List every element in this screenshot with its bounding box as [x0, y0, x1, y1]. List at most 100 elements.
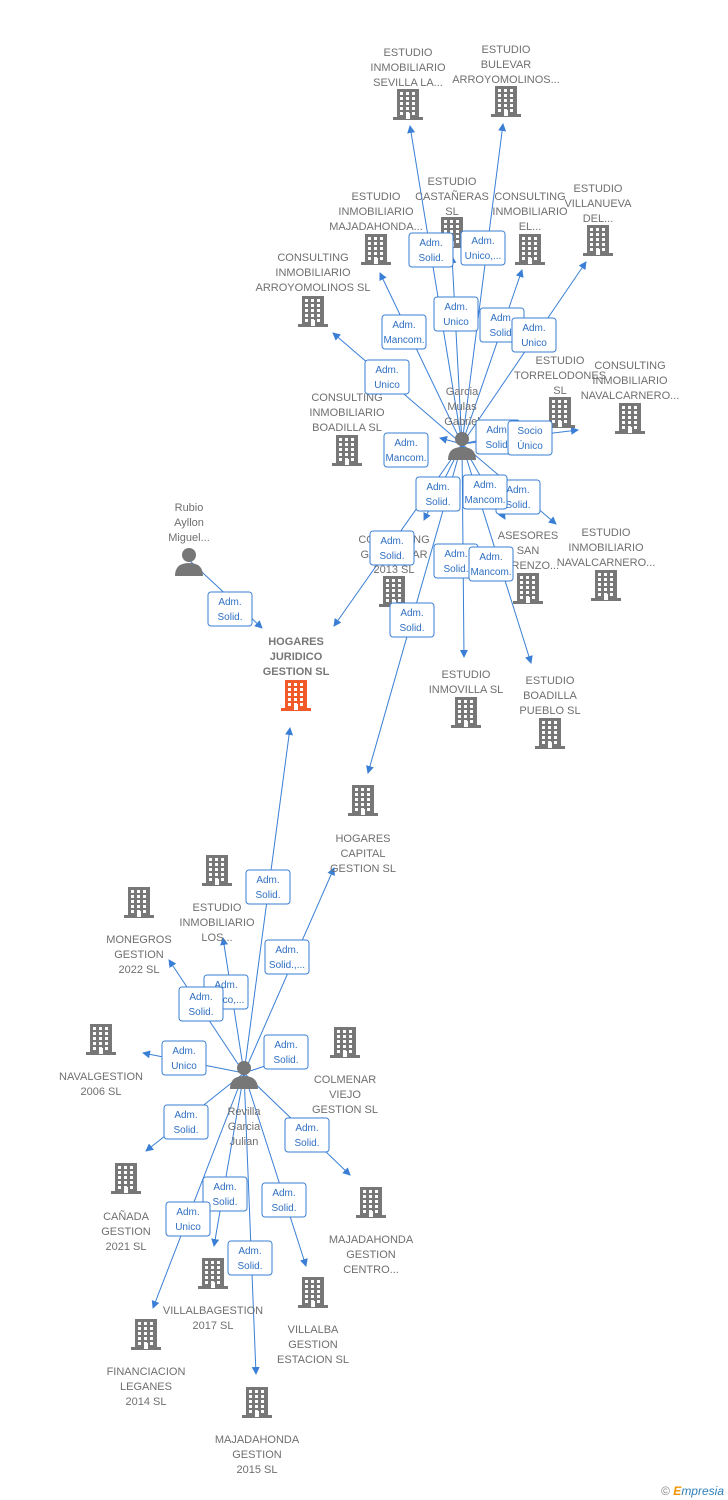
edge-label[interactable]: Adm.Unico — [511, 317, 557, 353]
company-node[interactable]: CONSULTINGINMOBILIARIOEL... — [492, 191, 568, 265]
edge-label[interactable]: Adm. Solid. — [369, 530, 415, 566]
edge-label-text: Solid. — [485, 440, 510, 451]
company-node[interactable]: ESTUDIOINMOBILIARIONAVALCARNERO... — [557, 527, 656, 601]
node-label: Ayllon — [174, 517, 204, 529]
node-label: BULEVAR — [481, 59, 532, 71]
edge-label[interactable]: Adm.Solid. — [415, 476, 461, 512]
building-icon — [591, 570, 621, 601]
node-label: PUEBLO SL — [519, 705, 580, 717]
edge-label-text: Solid. — [418, 253, 443, 264]
company-node[interactable]: ESTUDIOBULEVARARROYOMOLINOS... — [452, 44, 560, 117]
edge-label[interactable]: Adm.Solid. — [261, 1182, 307, 1218]
node-label: CENTRO... — [343, 1264, 399, 1276]
edge-label[interactable]: Adm.Unico — [161, 1040, 207, 1076]
edge-label-text: Solid. — [237, 1261, 262, 1272]
edge-label-text: Adm. — [380, 536, 403, 547]
edge-label[interactable]: Adm.Mancom. — [468, 546, 514, 582]
edge-label-text: Solid. — [379, 551, 404, 562]
company-node[interactable]: ESTUDIOINMOBILIARIOMAJADAHONDA... — [329, 191, 423, 265]
edge-label[interactable]: Adm.Unico,... — [460, 230, 506, 266]
person-node[interactable]: RubioAyllonMiguel... — [168, 502, 210, 576]
edge-label[interactable]: Adm.Solid. — [284, 1117, 330, 1153]
node-label: Garcia — [446, 386, 479, 398]
edge-label-text: Adm. — [426, 482, 449, 493]
brand-logo[interactable]: Empresia — [673, 1484, 724, 1498]
node-label: ESTUDIO — [442, 669, 491, 681]
edge-label[interactable]: Adm.Solid. — [263, 1034, 309, 1070]
edge-label[interactable]: Adm.Solid. — [163, 1104, 209, 1140]
node-label: ESTUDIO — [582, 527, 631, 539]
edge-label[interactable]: Adm.Solid. — [389, 602, 435, 638]
edge-label-text: Mancom. — [383, 335, 424, 346]
node-label: CONSULTING — [594, 360, 665, 372]
node-label: FINANCIACION — [107, 1366, 186, 1378]
company-node[interactable]: ESTUDIOINMOBILIARIOLOS... — [179, 855, 255, 944]
edge-label[interactable]: Adm.Solid. — [408, 232, 454, 268]
edge-label[interactable]: Adm.Unico — [165, 1201, 211, 1237]
edge-label[interactable]: Adm.Solid. — [245, 869, 291, 905]
node-label: GESTION SL — [330, 863, 396, 875]
edge-label-text: Unico — [443, 317, 469, 328]
edge-label[interactable]: Adm.Unico — [433, 296, 479, 332]
node-label: CONSULTING — [311, 392, 382, 404]
edge-label-text: Adm. — [174, 1110, 197, 1121]
edge-label[interactable]: Adm.Solid. — [207, 591, 253, 627]
edge-line — [151, 1072, 245, 1309]
edge-label-text: Único — [517, 439, 543, 452]
edge-label-text: Socio — [517, 426, 542, 437]
company-node[interactable]: ASESORESSANLORENZO... — [497, 530, 559, 604]
edge-label-box — [369, 530, 415, 566]
edge-label-text: Adm. — [172, 1046, 195, 1057]
node-label: 2013 SL — [374, 564, 415, 576]
edge-label-text: Mancom. — [464, 495, 505, 506]
copyright-symbol: © — [661, 1484, 670, 1498]
edge-line — [243, 1072, 260, 1375]
edge-label[interactable]: Adm.Mancom. — [462, 474, 508, 510]
edge-label-text: Adm. — [400, 608, 423, 619]
node-label: ESTACION SL — [277, 1354, 349, 1366]
node-label: ESTUDIO — [193, 902, 242, 914]
edge-label[interactable]: Adm.Solid.,... — [264, 939, 310, 975]
node-label: Gabriel — [444, 416, 479, 428]
node-label: LOS... — [201, 932, 232, 944]
node-label: EL... — [519, 221, 542, 233]
company-node[interactable]: MAJADAHONDAGESTIONCENTRO... — [329, 1187, 414, 1276]
building-icon — [298, 1277, 328, 1308]
node-label: GESTION — [288, 1339, 338, 1351]
node-label: NAVALCARNERO... — [557, 557, 656, 569]
edge-label[interactable]: Adm.Mancom. — [383, 432, 429, 468]
edge-label-text: Adm. — [214, 980, 237, 991]
edge-label[interactable]: Adm.Solid. — [178, 986, 224, 1022]
node-label: ESTUDIO — [574, 183, 623, 195]
edge-label[interactable]: Adm.Solid. — [227, 1240, 273, 1276]
edge-label[interactable]: Adm.Mancom. — [381, 314, 427, 350]
building-icon — [348, 785, 378, 816]
edge-label-box — [364, 359, 410, 395]
edge-line — [461, 261, 587, 445]
company-node[interactable]: ESTUDIOVILLANUEVADEL... — [564, 183, 632, 256]
node-label: BOADILLA — [523, 690, 577, 702]
edge-label[interactable]: Adm.Unico — [364, 359, 410, 395]
edge-label[interactable]: Adm.Solid. — [202, 1176, 248, 1212]
company-node[interactable]: CONSULTINGINMOBILIARIONAVALCARNERO... — [581, 360, 680, 434]
